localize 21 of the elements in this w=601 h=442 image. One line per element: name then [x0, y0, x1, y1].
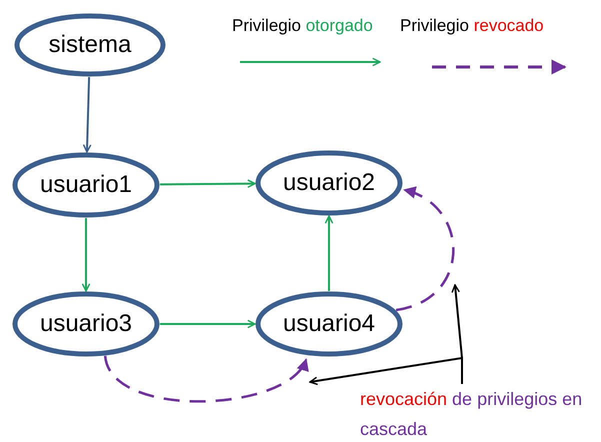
- arrow: [82, 218, 90, 292]
- dashed-arrow: [396, 188, 454, 312]
- ellipse-node: [14, 13, 166, 77]
- node-label: usuario1: [40, 171, 132, 199]
- node-label: usuario3: [40, 310, 132, 338]
- legend-text: Privilegio revocado: [400, 16, 544, 36]
- node-label: usuario4: [282, 310, 376, 338]
- arrow: [160, 179, 256, 188]
- arrow: [324, 215, 334, 291]
- arrow: [82, 76, 92, 153]
- ellipse-node: [12, 152, 160, 218]
- ellipse-node: [255, 150, 403, 216]
- dashed-arrow: [104, 356, 308, 403]
- arrow: [160, 320, 256, 328]
- arrow: [309, 356, 463, 386]
- legend-text: Privilegio otorgado: [232, 16, 373, 36]
- ellipse-node: [12, 291, 160, 357]
- annotation-text: revocación de privilegios en cascada: [360, 384, 585, 442]
- ellipse-node: [255, 291, 403, 357]
- node-label: sistema: [48, 31, 132, 59]
- node-label: usuario2: [282, 169, 376, 197]
